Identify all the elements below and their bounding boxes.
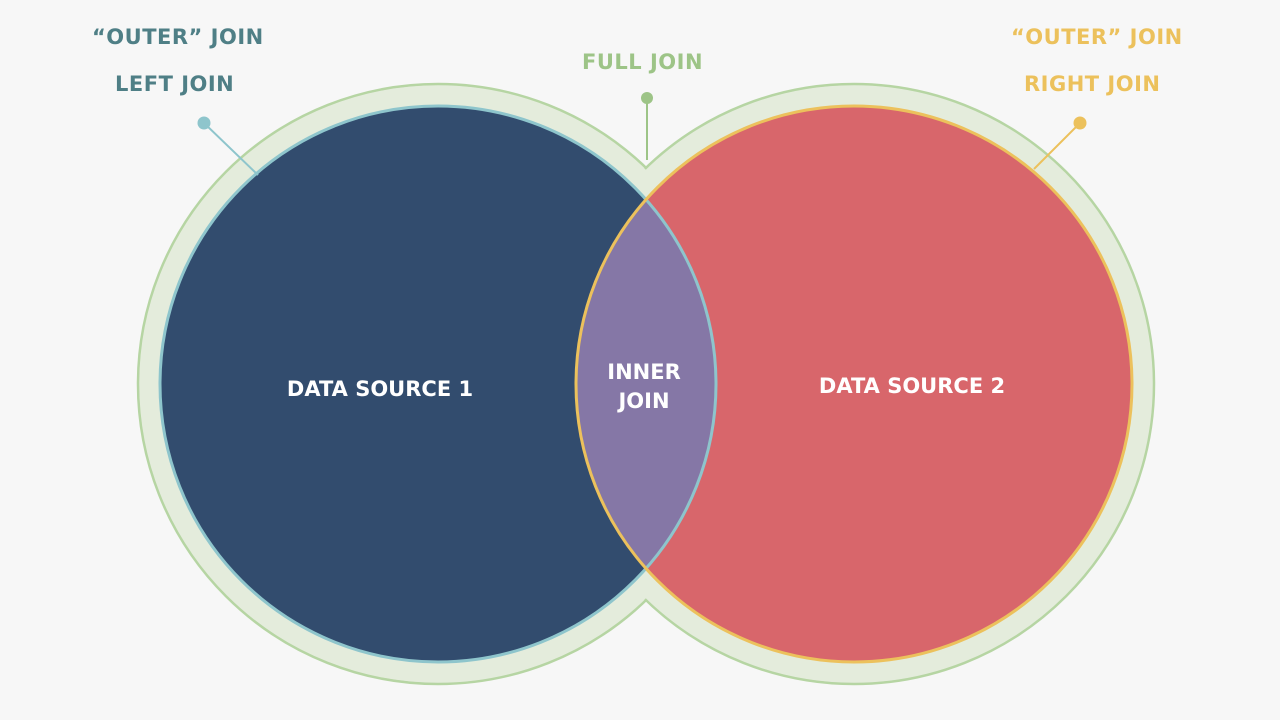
full-join-pointer-dot xyxy=(641,92,653,104)
data-source-1-label: DATA SOURCE 1 xyxy=(286,377,474,401)
full-join-label: FULL JOIN xyxy=(582,50,704,74)
left-join-pointer-line xyxy=(203,122,259,176)
right-join-pointer-dot xyxy=(1073,116,1087,130)
left-join-pointer-dot xyxy=(197,116,211,130)
left-outer-join-label: “OUTER” JOIN xyxy=(92,25,264,49)
left-join-label: LEFT JOIN xyxy=(115,72,235,96)
inner-join-label-line1: INNER xyxy=(607,360,681,384)
data-source-2-outline xyxy=(574,104,1134,664)
data-source-2-circle xyxy=(576,106,1132,662)
data-source-1-circle xyxy=(160,106,716,662)
inner-join-label-line2: JOIN xyxy=(618,389,670,413)
data-source-1-outline xyxy=(158,104,718,664)
right-join-label: RIGHT JOIN xyxy=(1024,72,1161,96)
right-join-pointer-line xyxy=(1033,122,1081,170)
data-source-2-label: DATA SOURCE 2 xyxy=(818,374,1006,398)
right-outer-join-label: “OUTER” JOIN xyxy=(1011,25,1183,49)
